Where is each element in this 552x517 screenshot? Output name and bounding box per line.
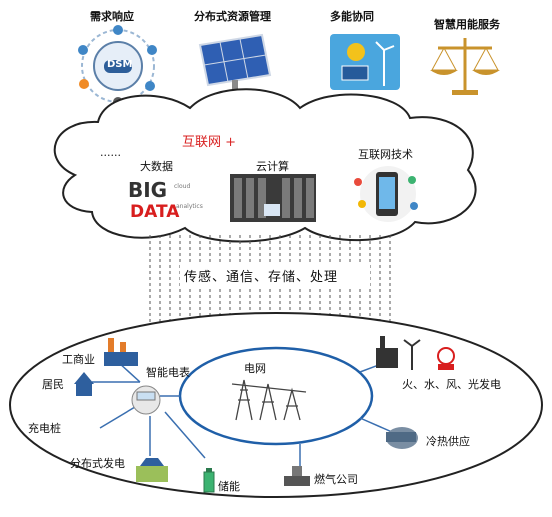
node-label-gas-company: 燃气公司 [314,473,358,486]
cloud-title: 互联网 + [182,135,237,150]
wind-solar-icon [330,34,400,90]
service-label-smart-energy-service: 智慧用能服务 [434,18,500,31]
distributed-generation-icon [136,458,168,482]
server-room-icon [230,174,316,222]
gas-pipeline-icon [284,466,310,486]
node-label-smart-meter: 智能电表 [146,366,190,379]
node-label-commercial: 工商业 [62,353,95,366]
svg-text:cloud: cloud [174,183,190,190]
node-label-residential: 居民 [42,378,64,391]
svg-text:analytics: analytics [176,203,203,210]
house-icon [74,372,94,396]
balance-scale-icon [430,38,500,95]
power-plants-icon [376,336,455,370]
svg-text:BIG: BIG [128,178,167,202]
energy-ecosystem-ellipse [9,312,543,498]
service-label-multi-energy: 多能协同 [330,10,374,23]
node-label-energy-storage: 储能 [218,480,240,493]
middle-layer-label: 传感、通信、存储、处理 [184,270,339,285]
smart-meter-icon [131,385,161,415]
big-data-word-cloud-icon: BIG DATA cloud analytics [118,174,203,222]
heat-exchanger-icon [386,427,418,449]
cloud-item-label-internet-tech: 互联网技术 [358,148,413,161]
service-label-distributed-resources: 分布式资源管理 [194,10,271,23]
svg-text:DATA: DATA [130,202,180,222]
node-label-power-generation: 火、水、风、光发电 [402,378,501,391]
mobile-apps-icon [354,166,418,222]
node-label-charging-pile: 充电桩 [28,422,61,435]
battery-icon [203,468,215,493]
cloud-item-label-big-data: 大数据 [140,160,173,173]
cloud-ellipsis: ...... [100,146,121,159]
dsm-badge: DSM [107,59,133,70]
transmission-tower-icon [231,379,307,421]
grid-center-label: 电网 [244,362,266,375]
node-label-distributed-generation: 分布式发电 [70,457,125,470]
factory-icon [104,338,138,366]
service-label-demand-response: 需求响应 [90,10,134,23]
node-label-heating-cooling: 冷热供应 [426,435,470,448]
middle-label-backdrop [180,263,370,287]
cloud-item-label-cloud-computing: 云计算 [256,160,289,173]
